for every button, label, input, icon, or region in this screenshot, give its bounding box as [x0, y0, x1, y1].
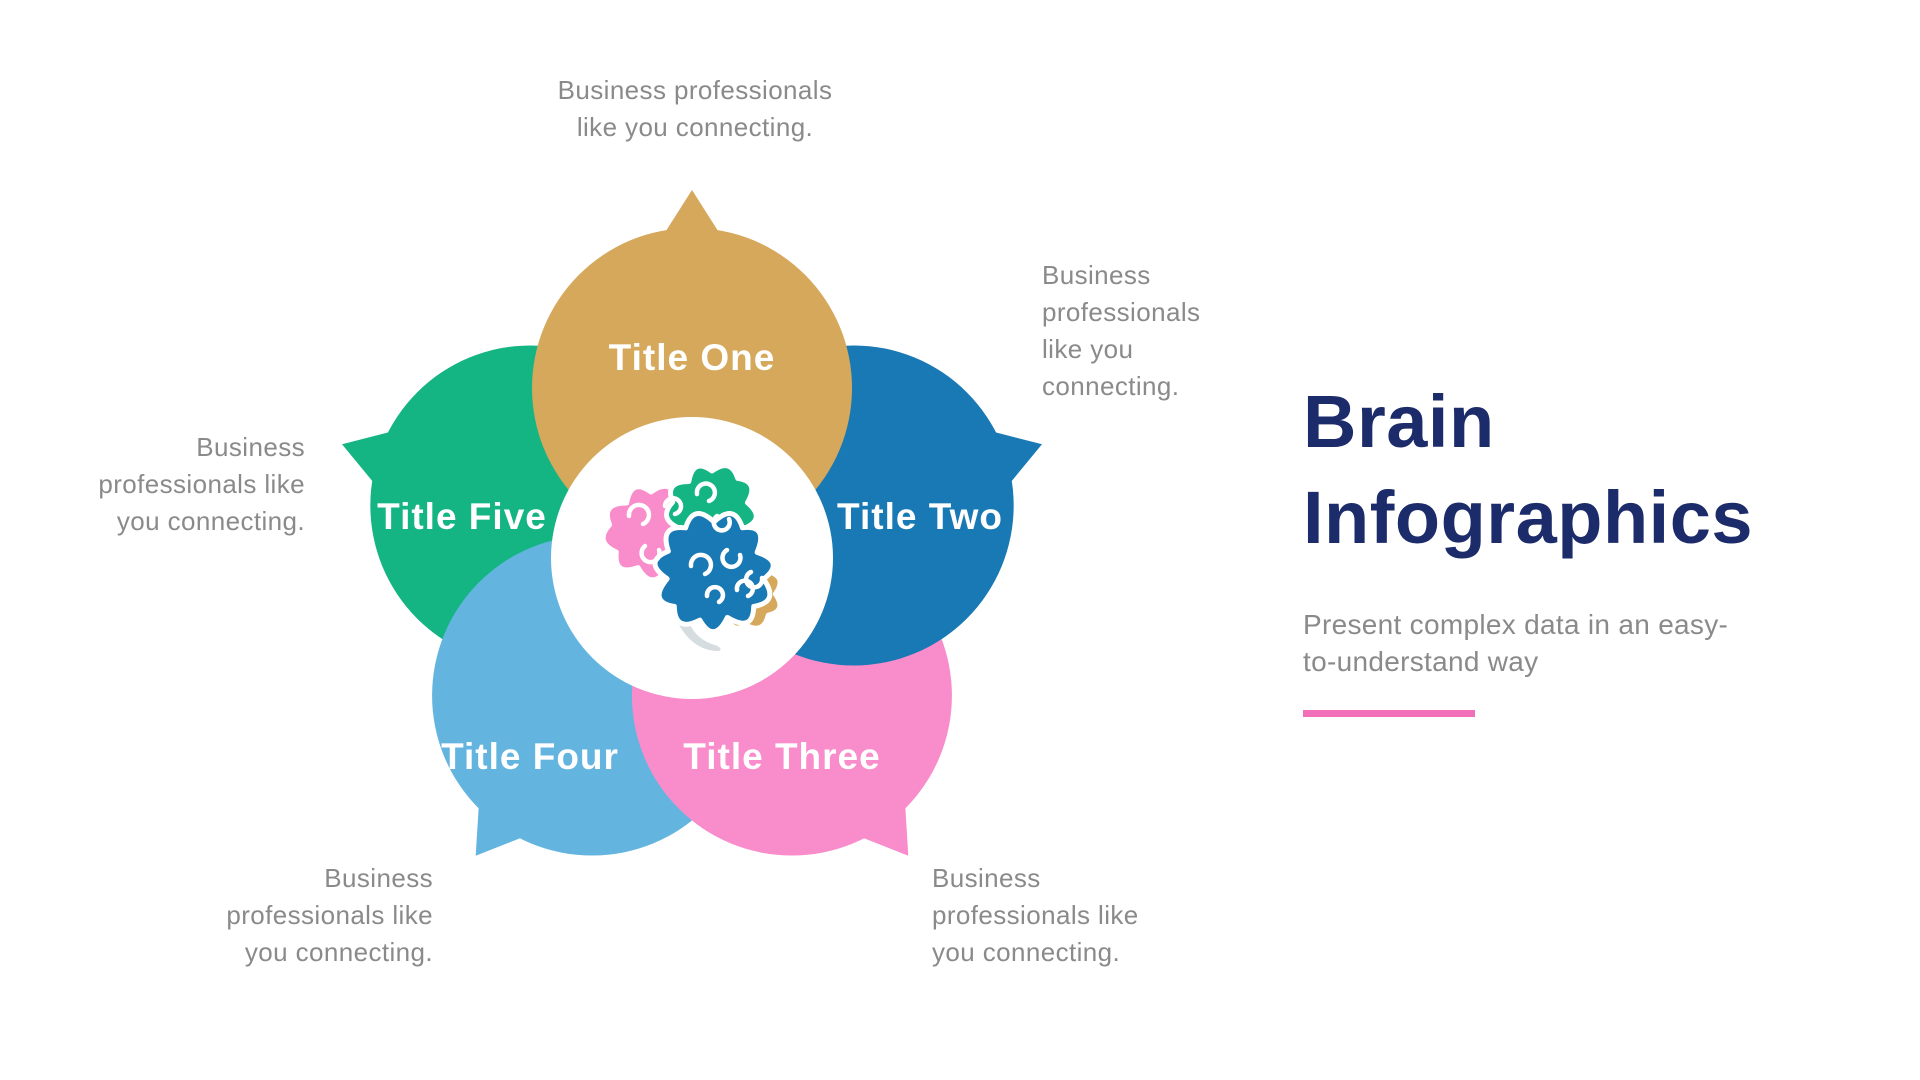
brain-fold-line: [711, 513, 732, 533]
brain-temporal-lobe: [652, 511, 776, 635]
petal-title-four: Title Four: [441, 736, 619, 777]
petal-title-two: Title Two: [837, 496, 1003, 537]
accent-divider: [1303, 710, 1475, 717]
brain-icon: [600, 463, 783, 651]
brain-fold-line: [734, 578, 756, 599]
petal-title-five: Title Five: [377, 496, 547, 537]
brain-fold-line: [626, 502, 652, 527]
brain-fold-line: [704, 584, 726, 605]
petal-title-three: Title Three: [683, 736, 881, 777]
brain-fold-line: [694, 481, 718, 504]
brain-fold-line: [662, 496, 684, 517]
brain-fold-line: [720, 547, 743, 570]
brain-fold-line: [639, 543, 662, 565]
page-subtitle: Present complex data in an easy-to-under…: [1303, 609, 1729, 677]
brain-fold-line: [688, 552, 714, 577]
petal-title-one: Title One: [608, 337, 776, 378]
